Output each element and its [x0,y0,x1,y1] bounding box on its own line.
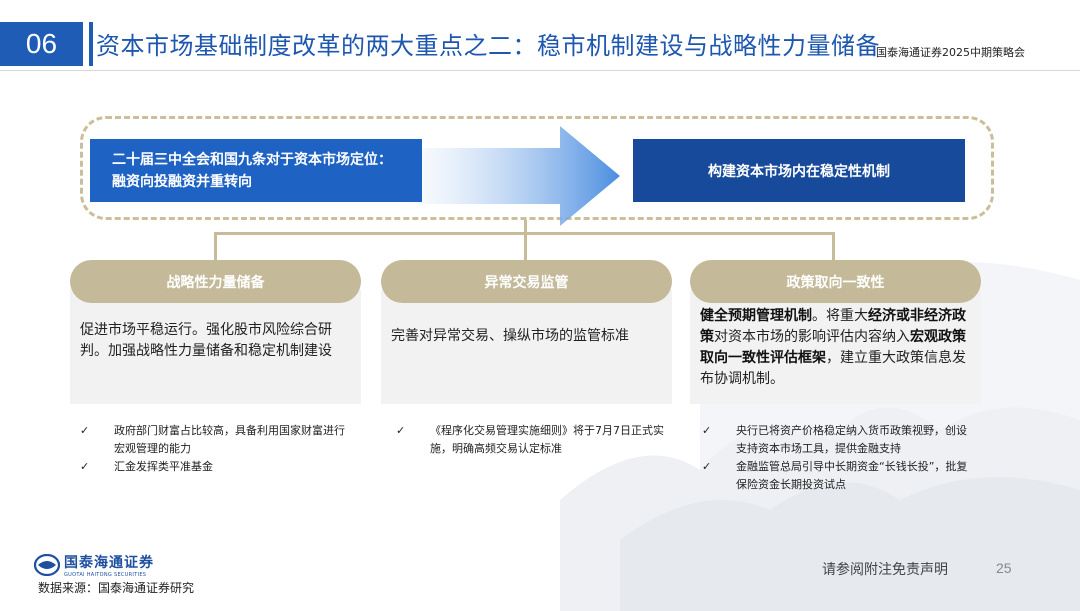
header-divider [0,70,1080,71]
logo-chinese-name: 国泰海通证券 [64,555,154,571]
disclaimer-note: 请参阅附注免责声明 [822,562,948,578]
bullet-list-abnormal-trading: ✓《程序化交易管理实施细则》将于7月7日正式实施，明确高频交易认定标准 [396,422,664,458]
check-icon: ✓ [80,424,90,437]
column-body-text: 促进市场平稳运行。强化股市风险综合研判。加强战略性力量储备和稳定机制建设 [80,322,332,359]
bullet-list-policy-consistency: ✓央行已将资产价格稳定纳入货币政策视野，创设支持资本市场工具，提供金融支持 ✓金… [702,422,972,494]
bullet-list-strategic-reserve: ✓政府部门财富占比较高，具备利用国家财富进行宏观管理的能力 ✓汇金发挥类平准基金 [80,422,355,476]
company-logo: 国泰海通证券 GUOTAI HAITONG SECURITIES [34,552,154,578]
column-body-rich-text: 健全预期管理机制。将重大经济或非经济政策对资本市场的影响评估内容纳入宏观政策取向… [700,308,966,387]
page-number: 25 [996,560,1012,576]
connector-drop-right [832,232,835,262]
flow-dashed-frame [80,116,994,220]
connector-drop-center [524,232,527,262]
list-item: ✓《程序化交易管理实施细则》将于7月7日正式实施，明确高频交易认定标准 [396,424,664,455]
list-item: ✓汇金发挥类平准基金 [80,458,355,476]
check-icon: ✓ [396,424,406,437]
check-icon: ✓ [702,460,712,473]
logo-emblem-icon [34,554,60,576]
right-arrow-icon [400,126,620,226]
column-card-policy-consistency: 健全预期管理机制。将重大经济或非经济政策对资本市场的影响评估内容纳入宏观政策取向… [690,290,981,404]
conference-subtitle: 国泰海通证券2025中期策略会 [876,46,1025,59]
list-item: ✓金融监管总局引导中长期资金“长钱长投”，批复保险资金长期投资试点 [702,460,968,491]
connector-vertical-main [524,220,527,234]
column-header-abnormal-trading: 异常交易监管 [381,260,672,303]
title-accent-bar [89,22,93,66]
list-item: ✓央行已将资产价格稳定纳入货币政策视野，创设支持资本市场工具，提供金融支持 [702,424,967,455]
check-icon: ✓ [80,460,90,473]
page-title: 资本市场基础制度改革的两大重点之二：稳市机制建设与战略性力量储备 [96,32,880,60]
flow-right-box: 构建资本市场内在稳定性机制 [633,139,965,202]
logo-english-name: GUOTAI HAITONG SECURITIES [64,572,147,578]
column-header-strategic-reserve: 战略性力量储备 [70,260,361,303]
column-card-abnormal-trading: 完善对异常交易、操纵市场的监管标准 [381,290,672,404]
check-icon: ✓ [702,424,712,437]
column-card-strategic-reserve: 促进市场平稳运行。强化股市风险综合研判。加强战略性力量储备和稳定机制建设 [70,290,361,404]
flow-left-box: 二十届三中全会和国九条对于资本市场定位：融资向投融资并重转向 [90,139,422,202]
column-body-text: 完善对异常交易、操纵市场的监管标准 [391,328,629,344]
connector-drop-left [214,232,217,262]
section-number-badge: 06 [0,22,83,66]
column-header-policy-consistency: 政策取向一致性 [690,260,981,303]
data-source-note: 数据来源：国泰海通证券研究 [38,581,195,595]
list-item: ✓政府部门财富占比较高，具备利用国家财富进行宏观管理的能力 [80,424,345,455]
